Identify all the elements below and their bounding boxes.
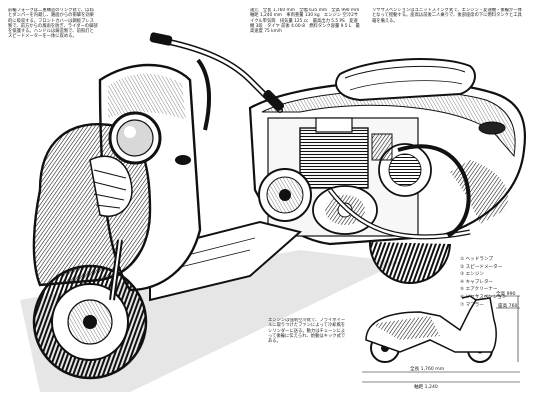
front-wheel <box>32 239 148 380</box>
parts-legend: ① ヘッドランプ ② スピードメーター ③ エンジン ④ キャブレター ⑤ エア… <box>460 256 524 309</box>
speedometer <box>175 155 191 165</box>
dimension-seat: 座高 760 <box>498 304 518 309</box>
engine-cutaway <box>258 117 471 240</box>
dimension-height: 全高 990 <box>496 292 516 297</box>
cylinder-fins <box>299 127 369 189</box>
carburettor <box>371 133 393 161</box>
legend-item: ② スピードメーター <box>460 264 503 270</box>
legend-item: ⑦ マフラー <box>460 302 484 308</box>
text-top-center: 諸元 全長 1,760 mm 全幅 635 mm 全高 990 mm 軸距 1,… <box>250 8 360 35</box>
rear-badge <box>478 121 506 135</box>
legend-item: ⑥ リヤサスペンション <box>460 294 507 300</box>
legend-item: ① ヘッドランプ <box>460 257 494 262</box>
handlebar <box>149 32 285 131</box>
legend-item: ⑤ エアクリーナー <box>460 287 498 293</box>
text-top-right: リヤサスペンションはユニットスイング式で、エンジン・変速機・後輪が一体となって揺… <box>372 8 522 24</box>
text-bottom-center: エンジンは強制空冷式で、フライホイールに取りつけたファンによって冷却風をシリンダ… <box>268 318 346 345</box>
rear-wheel <box>368 241 451 284</box>
text-left-column: 前輪フォークは二重構造のリンク式で、ばねとダンパーを内蔵し、路面からの衝撃を効果… <box>8 8 98 40</box>
headlamp <box>108 111 191 165</box>
seat <box>335 58 476 102</box>
dimension-length: 全長 1,760 mm <box>410 367 445 372</box>
legend-item: ④ キャブレター <box>460 279 494 285</box>
side-view-inset <box>344 290 530 396</box>
dimension-wheelbase: 軸距 1,240 <box>414 385 438 390</box>
legend-item: ③ エンジン <box>460 272 484 278</box>
